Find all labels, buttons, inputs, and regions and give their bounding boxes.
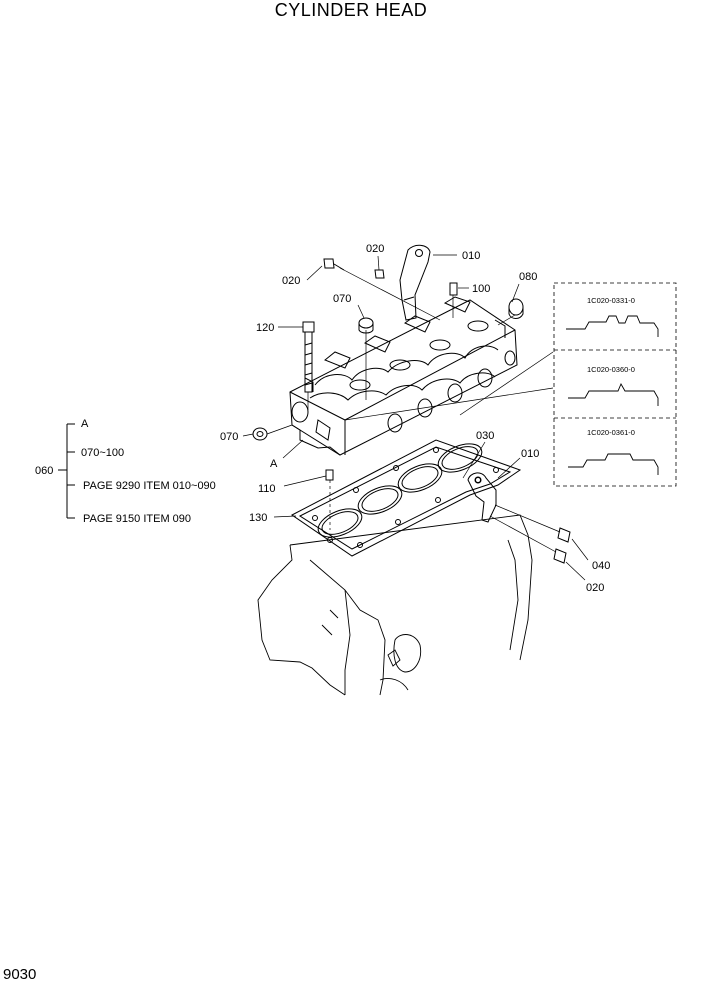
callout-010-right: 010 [521, 448, 539, 460]
group-legend: 060 A 070~100 PAGE 9290 ITEM 010~090 PAG… [35, 418, 216, 525]
callout-020-left: 020 [282, 275, 300, 287]
inset-profile-1 [566, 315, 659, 337]
washer-070 [252, 427, 268, 441]
inset-part-number-3: 1C020-0361-0 [587, 428, 635, 437]
plug-080 [508, 298, 524, 319]
bolt-120 [302, 321, 315, 393]
callout-080: 080 [519, 271, 537, 283]
page-title: CYLINDER HEAD [274, 0, 428, 20]
inset-part-number-2: 1C020-0360-0 [587, 365, 635, 374]
head-gasket [291, 439, 522, 557]
page-number: 9030 [3, 966, 37, 983]
hanger-bracket-top [399, 244, 431, 321]
callout-010-top: 010 [462, 250, 480, 262]
callout-100: 100 [472, 283, 490, 295]
callout-110: 110 [258, 483, 276, 495]
legend-item-page-9150: PAGE 9150 ITEM 090 [83, 513, 191, 525]
legend-item-070-100: 070~100 [81, 447, 124, 459]
callout-020-top: 020 [366, 243, 384, 255]
bolts-040-020 [553, 527, 571, 564]
leader-lines [242, 254, 589, 581]
inset-profile-2 [568, 382, 659, 406]
hanger-bracket-side [467, 472, 497, 523]
engine-block [257, 514, 533, 696]
legend-item-a: A [81, 418, 89, 430]
callout-070-top: 070 [333, 293, 351, 305]
pin-110 [325, 469, 334, 481]
callout-070-left: 070 [220, 431, 238, 443]
callout-030: 030 [476, 430, 494, 442]
callout-130: 130 [249, 512, 267, 524]
callout-040: 040 [592, 560, 610, 572]
callout-020-bottom: 020 [586, 582, 604, 594]
callout-a: A [270, 458, 278, 470]
gasket-variant-insets: 1C020-0331-0 1C020-0360-0 1C020-0361-0 [553, 282, 677, 487]
callout-120: 120 [256, 322, 274, 334]
stud-100 [449, 282, 458, 296]
legend-item-page-9290: PAGE 9290 ITEM 010~090 [83, 480, 216, 492]
inset-profile-3 [568, 453, 659, 475]
callout-labels: 020 020 010 100 080 070 120 070 A 110 13… [220, 243, 610, 594]
legend-group-label: 060 [35, 465, 53, 477]
inset-part-number-1: 1C020-0331-0 [587, 296, 635, 305]
